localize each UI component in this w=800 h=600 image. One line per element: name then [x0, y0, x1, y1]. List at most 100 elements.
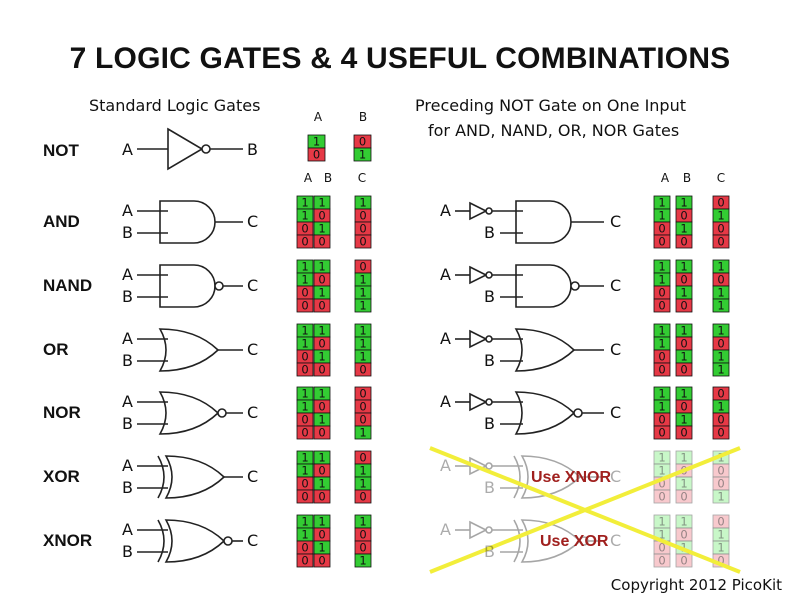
truth-value: 1 [717, 528, 724, 542]
truth-value: 0 [359, 363, 366, 377]
inversion-bubble [217, 408, 227, 418]
combo-nor-symbol [455, 391, 604, 435]
truth-value: 0 [301, 477, 308, 491]
combo-pin-c: C [610, 403, 622, 422]
truth-value: 0 [318, 209, 325, 223]
truth-value: 0 [301, 363, 308, 377]
gate-and-symbol [137, 200, 243, 244]
truth-cell [653, 234, 671, 249]
combo-not-bubble [485, 398, 493, 406]
truth-value: 1 [318, 515, 325, 529]
truth-value: 1 [359, 477, 366, 491]
diagram-title: 7 LOGIC GATES & 4 USEFUL COMBINATIONS [69, 42, 731, 75]
truth-cell [296, 234, 314, 249]
truth-value: 0 [301, 222, 308, 236]
truth-value: 1 [658, 324, 665, 338]
truth-value: 1 [680, 196, 687, 210]
combo-pin-c: C [610, 531, 622, 550]
combo-header-a: A [660, 171, 670, 185]
truth-value: 1 [318, 413, 325, 427]
truth-value: 0 [658, 413, 665, 427]
truth-value: 1 [301, 515, 308, 529]
truth-cell [313, 553, 331, 568]
gate-xnor-symbol [137, 519, 243, 563]
truth-value: 1 [301, 337, 308, 351]
truth-value: 1 [301, 324, 308, 338]
combo-header-c: C [716, 171, 726, 185]
truth-value: 1 [359, 148, 366, 162]
pin-b: B [122, 414, 133, 433]
truth-value: 0 [359, 400, 366, 414]
combo-not-triangle [469, 201, 488, 221]
combo-pin-b: B [484, 351, 495, 370]
combo-not-triangle [469, 392, 488, 412]
truth-cell [313, 234, 331, 249]
combo-not-triangle [469, 265, 488, 285]
truth-value: 0 [301, 541, 308, 555]
truth-value: 0 [318, 299, 325, 313]
pin-a: A [122, 265, 133, 284]
truth-value: 1 [359, 273, 366, 287]
combo-not-bubble [485, 462, 493, 470]
truth-value: 1 [359, 196, 366, 210]
pin-a: A [122, 329, 133, 348]
table-header-a: A [303, 171, 313, 185]
truth-value: 1 [318, 196, 325, 210]
truth-value: 0 [717, 337, 724, 351]
truth-value: 0 [359, 451, 366, 465]
truth-value: 0 [658, 222, 665, 236]
truth-cell [307, 147, 326, 162]
truth-cell [313, 298, 331, 313]
truth-value: 1 [658, 464, 665, 478]
combo-not-bubble [485, 271, 493, 279]
truth-value: 1 [658, 515, 665, 529]
truth-value: 1 [680, 286, 687, 300]
truth-value: 1 [658, 451, 665, 465]
truth-value: 0 [301, 426, 308, 440]
pin-c: C [247, 531, 259, 550]
pin-a: A [122, 392, 133, 411]
truth-value: 1 [717, 400, 724, 414]
truth-cell [354, 553, 372, 568]
not-triangle [167, 127, 204, 171]
truth-value: 1 [717, 490, 724, 504]
pin-c: C [247, 403, 259, 422]
truth-value: 1 [359, 286, 366, 300]
truth-value: 0 [680, 490, 687, 504]
truth-value: 0 [680, 209, 687, 223]
truth-value: 1 [717, 541, 724, 555]
combo-not-bubble [485, 335, 493, 343]
gate-nand-symbol [137, 264, 243, 308]
truth-cell [313, 425, 331, 440]
truth-value: 0 [359, 209, 366, 223]
truth-value: 0 [658, 490, 665, 504]
gate-body [159, 200, 216, 244]
truth-value: 1 [658, 337, 665, 351]
truth-value: 1 [717, 286, 724, 300]
truth-cell [354, 298, 372, 313]
truth-value: 0 [318, 464, 325, 478]
truth-cell [313, 489, 331, 504]
cross-line-2 [429, 446, 741, 574]
truth-value: 0 [658, 299, 665, 313]
truth-value: 1 [680, 413, 687, 427]
truth-value: 0 [301, 554, 308, 568]
truth-value: 1 [301, 451, 308, 465]
combo-pin-b: B [484, 542, 495, 561]
combo-pin-a: A [440, 392, 451, 411]
gate-body [514, 328, 576, 372]
truth-value: 0 [680, 400, 687, 414]
truth-value: 1 [680, 387, 687, 401]
truth-cell [675, 425, 693, 440]
truth-cell [653, 362, 671, 377]
